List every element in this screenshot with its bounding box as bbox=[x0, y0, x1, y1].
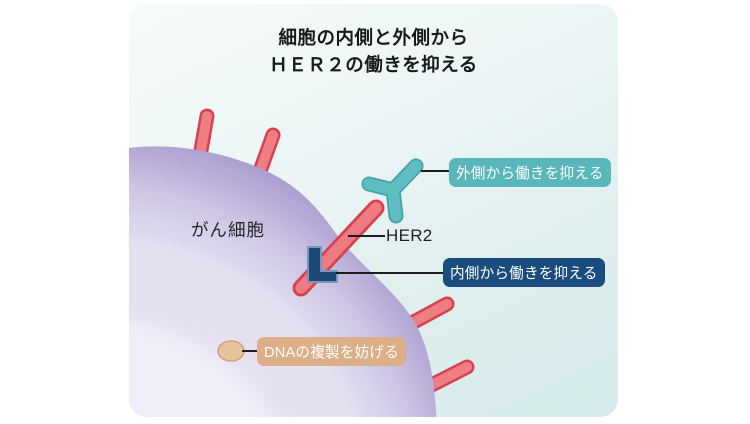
title-line-2: ＨＥＲ２の働きを抑える bbox=[269, 53, 478, 75]
cancer-cell-label: がん細胞 bbox=[191, 220, 265, 240]
receptor-spikes bbox=[191, 108, 475, 398]
illustration-panel: 細胞の内側と外側から ＨＥＲ２の働きを抑える がん細胞 HER2 外側から働きを… bbox=[129, 4, 618, 417]
diagram-title: 細胞の内側と外側から ＨＥＲ２の働きを抑える bbox=[129, 25, 618, 78]
antibody-molecule bbox=[361, 158, 424, 224]
inhibitor-molecule bbox=[307, 246, 338, 283]
dna-drug-molecule bbox=[217, 340, 245, 362]
callout-dna-replication: DNAの複製を妨げる bbox=[257, 337, 406, 366]
title-line-1: 細胞の内側と外側から bbox=[278, 27, 469, 48]
callout-inside-inhibition: 内側から働きを抑える bbox=[443, 258, 605, 287]
her2-label: HER2 bbox=[386, 226, 433, 245]
callout-outside-inhibition: 外側から働きを抑える bbox=[449, 158, 611, 187]
